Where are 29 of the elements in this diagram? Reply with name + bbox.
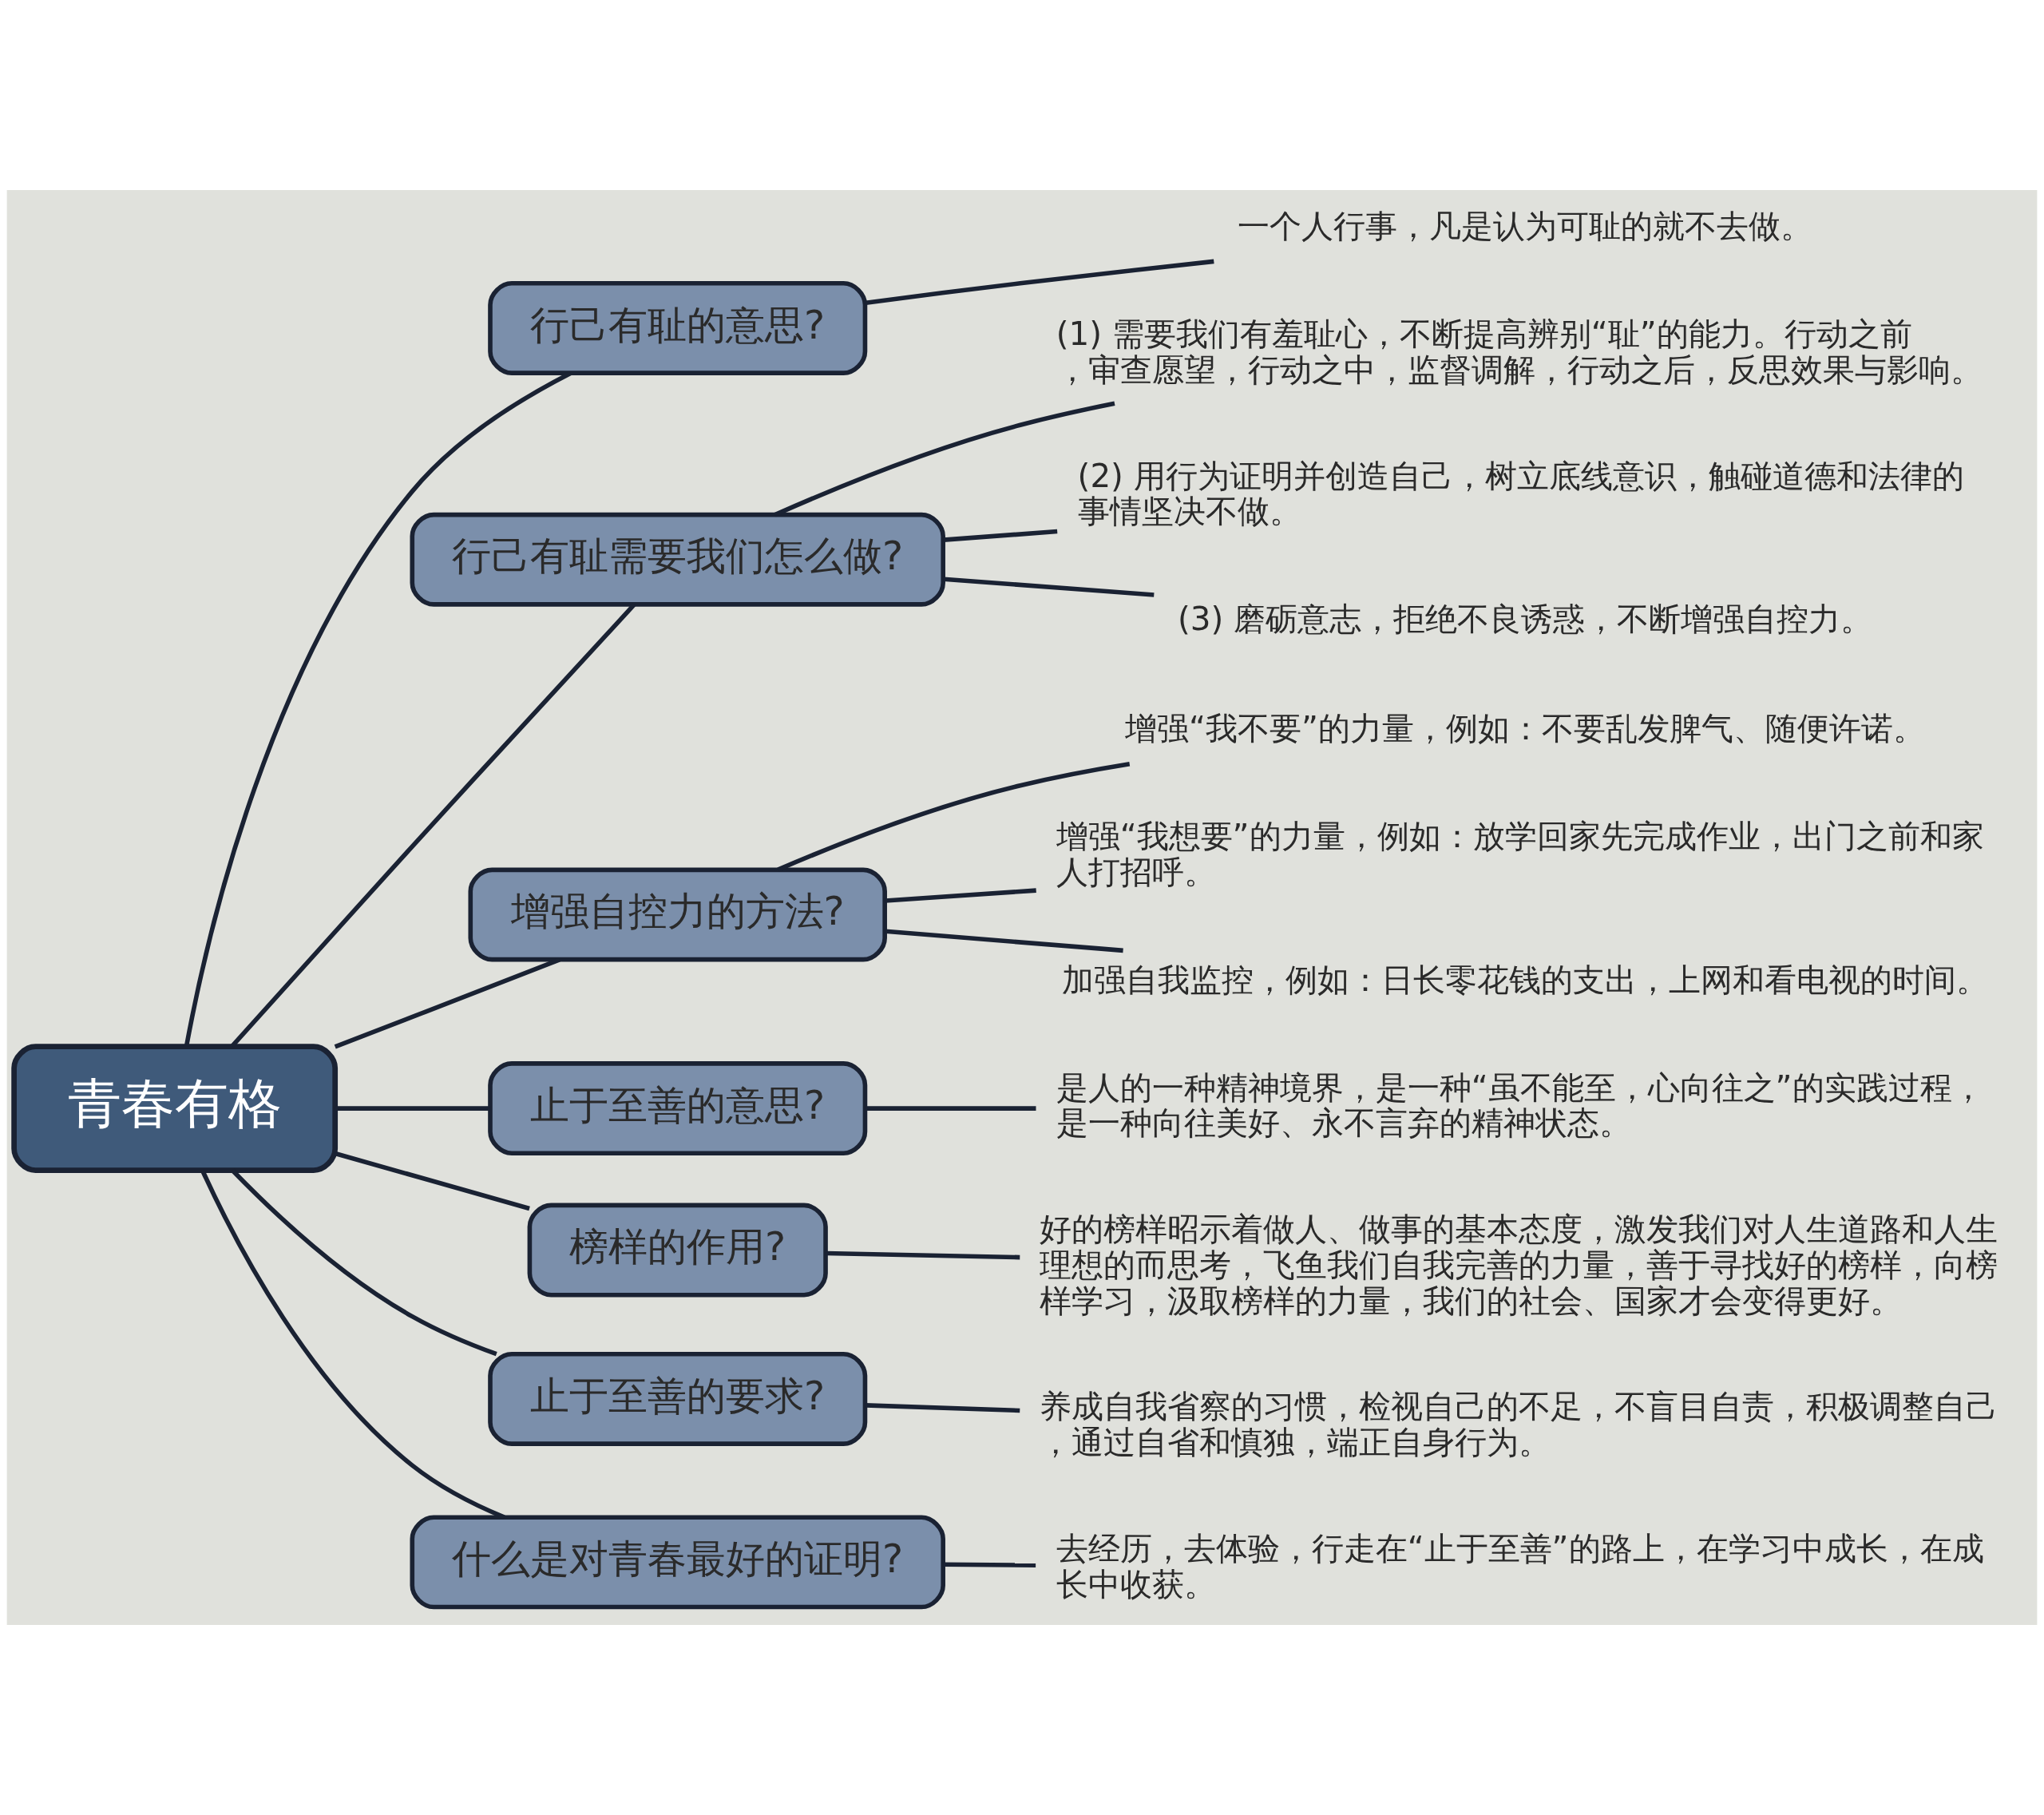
node-text: 增强“我想要”的力量，例如：放学回家先完成作业，出门之前和家人打招呼。 [1056, 817, 1984, 891]
connector [866, 259, 1214, 305]
node-box: 榜样的作用? [527, 1203, 828, 1298]
node-box: 止于至善的意思? [488, 1061, 868, 1156]
connector [334, 1151, 530, 1211]
node-text: 是人的一种精神境界，是一种“虽不能至，心向往之”的实践过程，是一种向往美好、永不言弃的精神状态。 [1056, 1068, 1984, 1143]
connector [865, 1403, 1020, 1413]
node-text: 加强自我监控，例如：日长零花钱的支出，上网和看电视的时间。 [1062, 960, 1989, 999]
node-text: (3) 磨砺意志，拒绝不良诱惑，不断增强自控力。 [1178, 600, 1873, 639]
node-box: 青春有格 [11, 1044, 339, 1173]
node-text: 一个人行事，凡是认为可耻的就不去做。 [1238, 207, 1813, 246]
connector [885, 888, 1036, 903]
connector [826, 1250, 1020, 1260]
node-box: 行己有耻的意思? [488, 281, 868, 375]
node-box: 行己有耻需要我们怎么做? [410, 512, 945, 607]
node-box: 增强自控力的方法? [468, 867, 887, 962]
connector [943, 1562, 1036, 1567]
connector [943, 577, 1155, 597]
connector [865, 1106, 1036, 1111]
node-text: 去经历，去体验，行走在“止于至善”的路上，在学习中成长，在成长中收获。 [1056, 1528, 1984, 1603]
node-text: 好的榜样昭示着做人、做事的基本态度，激发我们对人生道路和人生理想的而思考，飞鱼我们自我完善的力量，善于寻找好的榜样，向榜样学习，汲取榜样的力量，我们的社会、国家才会变得更好。 [1040, 1209, 1998, 1320]
node-text: (2) 用行为证明并创造自己，树立底线意识，触碰道德和法律的事情坚决不做。 [1077, 456, 1964, 531]
connector [943, 529, 1058, 542]
connector [885, 929, 1123, 953]
node-box: 什么是对青春最好的证明? [410, 1515, 945, 1610]
node-text: 养成自我省察的习惯，检视自己的不足，不盲目自责，积极调整自己，通过自省和慎独，端正自身行为。 [1040, 1387, 1998, 1462]
node-text: 增强“我不要”的力量，例如：不要乱发脾气、随便许诺。 [1125, 709, 1926, 748]
node-box: 止于至善的要求? [488, 1352, 868, 1446]
node-text: (1) 需要我们有羞耻心，不断提高辨别“耻”的能力。行动之前，审查愿望，行动之中，监督调解，行动之后，反思效果与影响。 [1056, 315, 1983, 389]
